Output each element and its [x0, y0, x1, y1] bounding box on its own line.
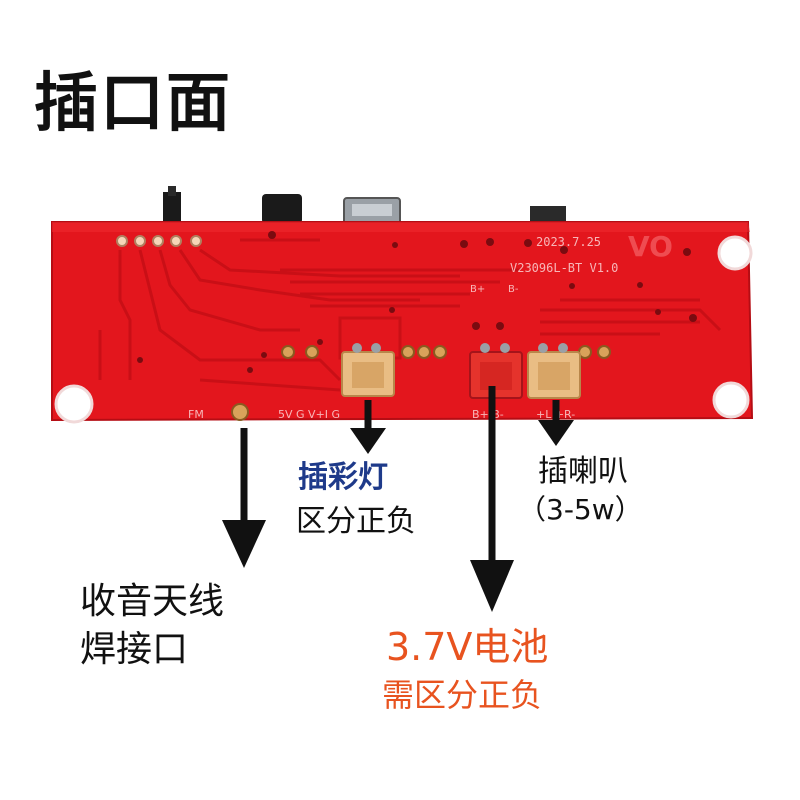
battery-connector: [470, 343, 522, 398]
silk-b-plus: B+: [470, 284, 485, 295]
silk-b-minus: B-: [508, 284, 519, 295]
silk-battery: B+ B-: [472, 408, 504, 421]
speaker-connector: [528, 343, 580, 398]
led-label-subtitle: 区分正负: [296, 496, 416, 540]
speaker-label-subtitle: （3-5w）: [518, 488, 643, 528]
antenna-label-title: 收音天线: [80, 572, 224, 624]
speaker-label-title: 插喇叭: [538, 446, 628, 490]
battery-label-title: 3.7V电池: [386, 616, 548, 671]
brand-logo: VO: [628, 230, 673, 263]
led-label-title: 插彩灯: [298, 452, 388, 496]
silk-fm: FM: [188, 408, 204, 421]
silk-power: 5V G V+I G: [278, 408, 340, 421]
arrow-antenna: [222, 428, 266, 568]
battery-label-subtitle: 需区分正负: [382, 670, 542, 716]
fm-antenna-pad: [232, 404, 248, 420]
date-code: 2023.7.25: [536, 235, 601, 249]
antenna-label-subtitle: 焊接口: [80, 620, 188, 672]
model-number: V23096L-BT V1.0: [510, 261, 618, 275]
